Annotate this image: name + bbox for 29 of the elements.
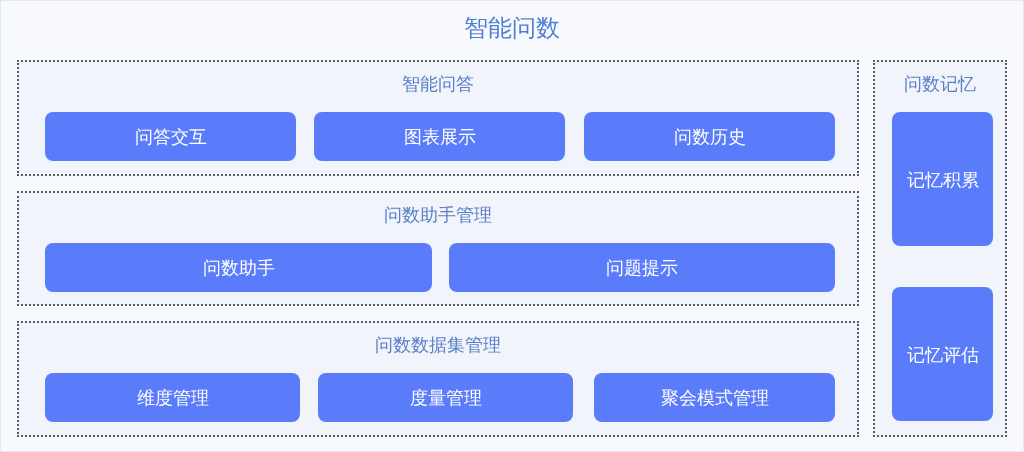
module-box [318,373,573,422]
group-panel [17,60,859,176]
group-title: 问数助手管理 [383,203,493,227]
module-box [449,243,835,292]
module-box [892,112,993,246]
group-panel [17,321,859,437]
group-title: 问数数据集管理 [374,333,502,357]
group-title: 问数记忆 [903,72,977,96]
group-panel [17,191,859,306]
module-box [594,373,835,422]
group-title: 智能问数 [463,13,561,43]
module-label: 维度管理 [136,386,209,410]
module-label: 度量管理 [409,386,482,410]
module-label: 图表展示 [403,125,476,149]
module-label: 记忆积累 [906,167,979,192]
module-box [45,243,432,292]
module-label: 问答交互 [134,125,207,149]
module-box [892,287,993,421]
group-panel [873,60,1007,437]
module-label: 问题提示 [606,256,678,280]
group-title: 智能问答 [401,72,475,96]
module-box [45,373,300,422]
module-box [314,112,565,161]
module-label: 记忆评估 [906,342,979,367]
module-box [45,112,296,161]
module-label: 问数助手 [202,256,275,280]
module-label: 聚会模式管理 [660,386,769,410]
module-label: 问数历史 [673,125,746,149]
module-box [584,112,835,161]
